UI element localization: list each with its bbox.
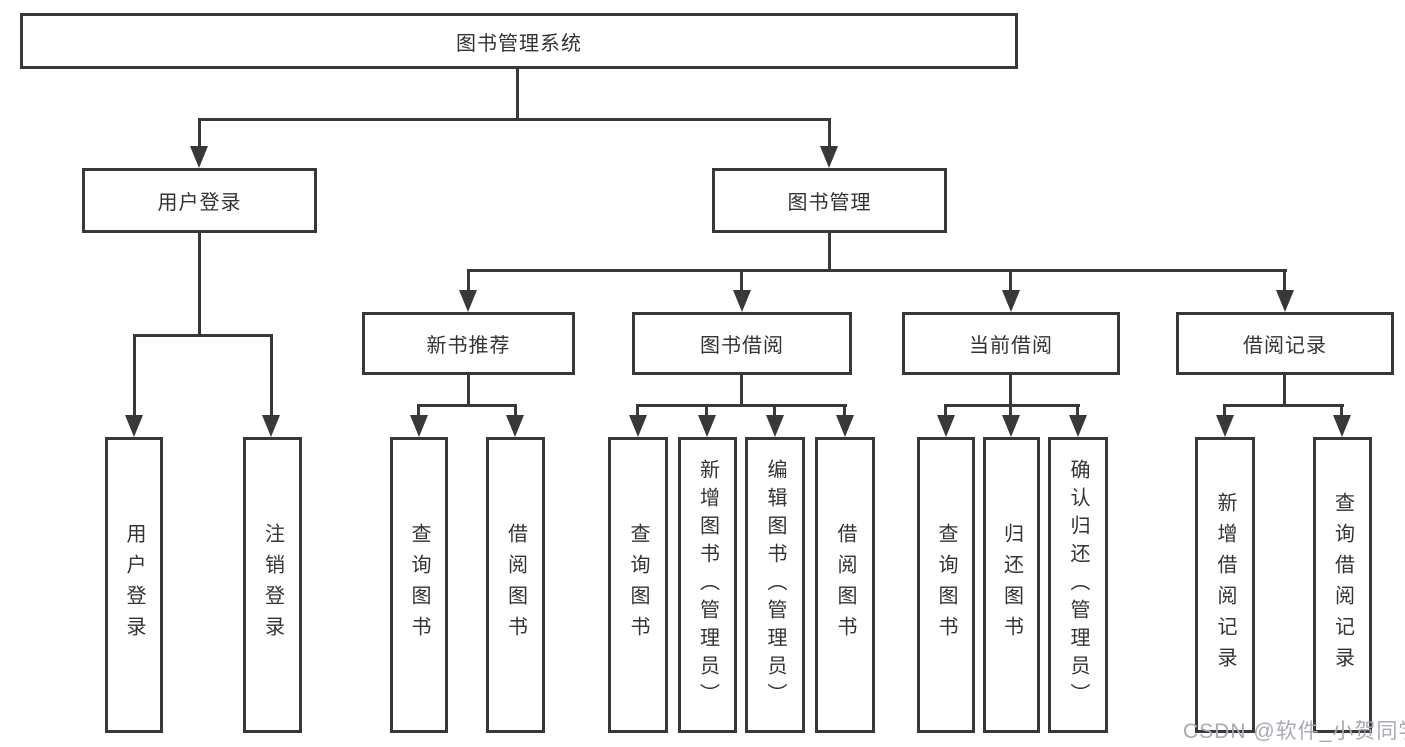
leaf-add-book-admin: 新增图书（管理员） bbox=[678, 437, 737, 733]
leaf-borrow-books: 借阅图书 bbox=[815, 437, 875, 733]
connector-book-borrow-stem bbox=[740, 375, 743, 407]
node-label: 当前借阅 bbox=[969, 335, 1053, 357]
connector-root-branch bbox=[198, 118, 831, 121]
arrow-down-icon bbox=[1069, 415, 1087, 437]
leaf-borrow-books-recommend: 借阅图书 bbox=[486, 437, 545, 733]
connector-user-login-branch bbox=[133, 334, 273, 337]
connector-current-borrow-stem bbox=[1009, 375, 1012, 407]
connector-root-stem bbox=[516, 67, 519, 120]
connector-borrow-records-branch bbox=[1223, 404, 1344, 407]
leaf-edit-book-admin: 编辑图书（管理员） bbox=[745, 437, 805, 733]
connector-book-management-stem bbox=[828, 233, 831, 271]
connector-drop-book-borrow bbox=[740, 269, 743, 292]
connector-new-book-branch bbox=[417, 404, 517, 407]
connector-drop-leaf bbox=[944, 404, 947, 417]
connector-drop-book-management bbox=[828, 118, 831, 149]
node-label: 用户登录 bbox=[157, 192, 242, 214]
connector-drop-borrow-records bbox=[1283, 269, 1286, 292]
leaf-logout: 注销登录 bbox=[243, 437, 302, 733]
node-new-book-recommend: 新书推荐 bbox=[362, 312, 575, 375]
arrow-down-icon bbox=[698, 415, 716, 437]
connector-drop-current-borrow bbox=[1009, 269, 1012, 292]
arrow-down-icon bbox=[506, 415, 524, 437]
arrow-down-icon bbox=[459, 290, 477, 312]
leaf-query-books-borrow: 查询图书 bbox=[608, 437, 668, 733]
arrow-down-icon bbox=[1002, 415, 1020, 437]
connector-drop-leaf bbox=[133, 334, 136, 416]
connector-drop-leaf bbox=[1076, 404, 1079, 417]
node-label: 图书借阅 bbox=[700, 335, 784, 357]
leaf-return-books: 归还图书 bbox=[983, 437, 1040, 733]
arrow-down-icon bbox=[1216, 415, 1234, 437]
node-label: 用户登录 bbox=[123, 523, 145, 647]
arrow-down-icon bbox=[410, 415, 428, 437]
connector-drop-leaf bbox=[514, 404, 517, 417]
connector-drop-leaf bbox=[1340, 404, 1343, 417]
arrow-down-icon bbox=[766, 415, 784, 437]
arrow-down-icon bbox=[262, 415, 280, 437]
leaf-query-borrow-record: 查询借阅记录 bbox=[1313, 437, 1372, 733]
arrow-down-icon bbox=[629, 415, 647, 437]
node-label: 借阅图书 bbox=[834, 523, 856, 647]
node-label: 借阅图书 bbox=[504, 523, 527, 647]
csdn-watermark: CSDN @软件_小贺同学 bbox=[1183, 720, 1405, 743]
node-library-management-system: 图书管理系统 bbox=[20, 13, 1018, 69]
node-book-management: 图书管理 bbox=[712, 168, 947, 233]
node-label: 借阅记录 bbox=[1243, 335, 1327, 357]
leaf-add-borrow-record: 新增借阅记录 bbox=[1195, 437, 1255, 733]
arrow-down-icon bbox=[190, 146, 208, 168]
node-label: 图书管理 bbox=[787, 192, 872, 214]
connector-new-book-stem bbox=[467, 375, 470, 407]
arrow-down-icon bbox=[937, 415, 955, 437]
leaf-confirm-return-admin: 确认归还（管理员） bbox=[1048, 437, 1108, 733]
connector-drop-leaf bbox=[773, 404, 776, 417]
connector-user-login-stem bbox=[198, 233, 201, 336]
connector-current-borrow-branch bbox=[944, 404, 1080, 407]
node-label: 新增借阅记录 bbox=[1214, 492, 1236, 678]
connector-drop-leaf bbox=[705, 404, 708, 417]
node-label: 新增图书（管理员） bbox=[696, 459, 719, 711]
node-borrow-records: 借阅记录 bbox=[1176, 312, 1394, 375]
node-label: 确认归还（管理员） bbox=[1067, 459, 1089, 711]
arrow-down-icon bbox=[733, 290, 751, 312]
node-label: 注销登录 bbox=[261, 523, 284, 647]
arrow-down-icon bbox=[820, 146, 838, 168]
arrow-down-icon bbox=[1276, 290, 1294, 312]
leaf-query-books-current: 查询图书 bbox=[917, 437, 975, 733]
connector-drop-leaf bbox=[843, 404, 846, 417]
node-label: 图书管理系统 bbox=[456, 32, 582, 55]
node-label: 编辑图书（管理员） bbox=[764, 459, 786, 711]
node-label: 查询借阅记录 bbox=[1331, 492, 1354, 678]
connector-drop-user-login bbox=[198, 118, 201, 149]
node-label: 查询图书 bbox=[935, 523, 957, 647]
leaf-query-books-recommend: 查询图书 bbox=[390, 437, 448, 733]
connector-drop-new-book bbox=[467, 269, 470, 292]
connector-book-borrow-branch bbox=[636, 404, 847, 407]
arrow-down-icon bbox=[1002, 290, 1020, 312]
node-label: 归还图书 bbox=[1000, 523, 1023, 647]
connector-drop-leaf bbox=[270, 334, 273, 416]
node-current-borrow: 当前借阅 bbox=[902, 312, 1120, 375]
connector-book-management-branch bbox=[467, 269, 1287, 272]
connector-drop-leaf bbox=[1009, 404, 1012, 417]
node-book-borrow: 图书借阅 bbox=[632, 312, 852, 375]
node-user-login: 用户登录 bbox=[82, 168, 317, 233]
connector-drop-leaf bbox=[636, 404, 639, 417]
arrow-down-icon bbox=[125, 415, 143, 437]
arrow-down-icon bbox=[836, 415, 854, 437]
connector-drop-leaf bbox=[417, 404, 420, 417]
node-label: 新书推荐 bbox=[426, 335, 511, 357]
connector-drop-leaf bbox=[1223, 404, 1226, 417]
leaf-user-login: 用户登录 bbox=[105, 437, 163, 733]
node-label: 查询图书 bbox=[627, 523, 649, 647]
connector-borrow-records-stem bbox=[1283, 375, 1286, 407]
node-label: 查询图书 bbox=[408, 523, 430, 647]
arrow-down-icon bbox=[1333, 415, 1351, 437]
